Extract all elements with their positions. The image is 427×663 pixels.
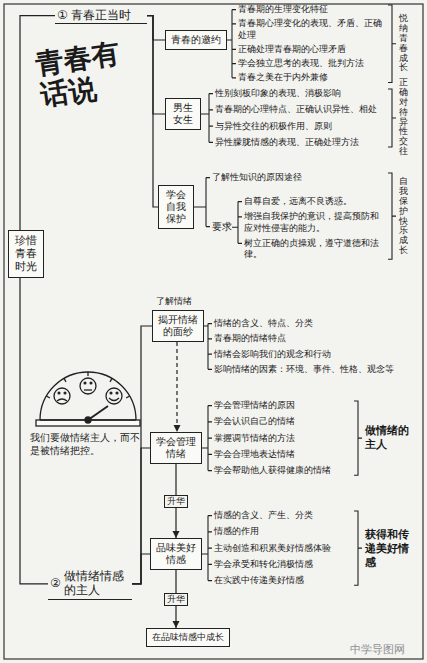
- topic-heading: ②做情绪情感的主人: [48, 568, 132, 600]
- connector: [147, 16, 165, 40]
- note-text: 影响情绪的因素：环境、事件、性格、观念等: [214, 364, 399, 375]
- connector: [20, 278, 48, 584]
- section-number: ②: [50, 576, 61, 590]
- arrow-head: [173, 621, 180, 628]
- node-text: 珍惜青春时光: [13, 234, 39, 274]
- summary-bracket: [388, 89, 396, 147]
- note-text: 情感的含义、产生、分类: [214, 510, 354, 521]
- note-text: 青春期心理变化的表现、矛盾、正确处理: [238, 18, 388, 41]
- connector: [132, 326, 152, 584]
- note-text: 青春期的心理特点、正确认识异性、相处: [215, 104, 385, 115]
- summary-bracket: [354, 401, 362, 475]
- summary-bracket: [354, 511, 362, 585]
- note-text: 主动创造和积累美好情感体验: [214, 543, 354, 554]
- note-text: 做情绪的主人: [365, 424, 413, 452]
- connector-line: [176, 342, 177, 432]
- note-text: 学会合理地表达情绪: [214, 449, 354, 460]
- branch-bracket: [194, 178, 210, 227]
- topic-box: 青春的邀约: [165, 30, 227, 50]
- side-note: 正确对待异性交往: [399, 78, 408, 157]
- edge-label: 升华: [164, 495, 188, 508]
- note-text: 青春之美在于内外兼修: [238, 72, 388, 83]
- note-text: 获得和传递美好情感: [365, 528, 413, 569]
- note-text: 性别刻板印象的表现、消极影响: [215, 88, 385, 99]
- topic-box: 品味美好情感: [150, 538, 202, 570]
- branch-bracket: [202, 406, 212, 471]
- connector-line: [132, 326, 152, 584]
- arrow-head: [173, 531, 180, 538]
- note-text: 青春期的情绪特点: [214, 333, 399, 344]
- topic-box: 在品味情感中成长: [146, 628, 230, 647]
- watermark: 中学导图网: [350, 643, 405, 657]
- connector: [147, 16, 165, 114]
- node-text: 青春正当时: [71, 8, 145, 22]
- node-text: 揭开情绪的面纱: [157, 314, 199, 338]
- note-text: 情绪会影响我们的观念和行动: [214, 349, 399, 360]
- connector: [132, 554, 150, 584]
- branch-bracket: [204, 324, 212, 370]
- map-title: 青春有话说: [34, 36, 138, 113]
- note-text: 了解性知识的原因途径: [212, 172, 382, 183]
- note-text: 正确处理青春期的心理矛盾: [238, 44, 388, 55]
- edge-label: 升华: [164, 593, 188, 606]
- connector-line: [132, 554, 150, 584]
- note-text: 学会管理情绪的原因: [214, 400, 354, 411]
- emotion-gauge: [36, 372, 140, 426]
- connector-line: [147, 16, 165, 114]
- topic-box: 珍惜青春时光: [8, 230, 44, 278]
- node-text: 学会管理情绪: [155, 436, 197, 460]
- note-text: 树立正确的贞操观，遵守道德和法律。: [244, 238, 386, 261]
- topic-box: 男生女生: [165, 98, 201, 130]
- note-text: 自尊自爱，远离不良诱惑。: [244, 196, 386, 207]
- page-frame: [4, 4, 423, 659]
- node-text: 青春的邀约: [170, 34, 222, 46]
- note-text: 学会认识自己的情绪: [214, 416, 354, 427]
- summary-bracket: [388, 173, 396, 259]
- note-text: 在实践中传递美好情感: [214, 575, 354, 586]
- node-text: 在品味情感中成长: [151, 632, 225, 643]
- branch-bracket: [232, 202, 242, 244]
- note-text: 了解情绪: [156, 296, 192, 307]
- side-note: 悦纳青春成长: [399, 14, 408, 73]
- connector-line: [20, 278, 48, 584]
- arrow-head: [174, 425, 181, 432]
- note-text: 学会帮助他人获得健康的情绪: [214, 465, 354, 476]
- connector-line: [147, 16, 165, 40]
- branch-bracket: [201, 94, 213, 143]
- section-number: ①: [57, 8, 68, 22]
- note-text: 学会承受和转化消极情感: [214, 559, 354, 570]
- node-text: 男生女生: [170, 102, 196, 126]
- connector-line: [132, 448, 150, 584]
- branch-bracket: [202, 516, 212, 581]
- topic-box: 学会自我保护: [158, 185, 194, 229]
- connector: [174, 342, 181, 432]
- node-text: 学会自我保护: [163, 189, 189, 225]
- connector: [132, 448, 150, 584]
- note-text: 异性朦胧情感的表现、正确处理方法: [215, 137, 385, 148]
- topic-heading: ①青春正当时: [55, 7, 147, 24]
- note-text: 情绪的含义、特点、分类: [214, 318, 399, 329]
- note-text: 增强自我保护的意识，提高预防和应对性侵害的能力。: [244, 211, 386, 234]
- note-text: 与异性交往的积极作用、原则: [215, 121, 385, 132]
- connector-line: [147, 16, 158, 207]
- summary-bracket: [388, 5, 396, 83]
- note-text: 青春期的生理变化特征: [238, 4, 388, 15]
- topic-box: 学会管理情绪: [150, 432, 202, 464]
- side-note: 自我保护快乐成长: [399, 177, 408, 256]
- node-text: 品味美好情感: [155, 542, 197, 566]
- connector: [147, 16, 158, 207]
- note-text: 我们要做情绪主人，而不是被情绪把控。: [30, 432, 140, 457]
- node-text: 做情绪情感的主人: [64, 569, 130, 598]
- note-text: 掌握调节情绪的方法: [214, 433, 354, 444]
- topic-box: 揭开情绪的面纱: [152, 310, 204, 342]
- note-text: 情感的作用: [214, 526, 354, 537]
- note-text: 学会独立思考的表现、批判方法: [238, 58, 388, 69]
- note-text: 要求: [212, 221, 232, 234]
- branch-bracket: [227, 10, 236, 78]
